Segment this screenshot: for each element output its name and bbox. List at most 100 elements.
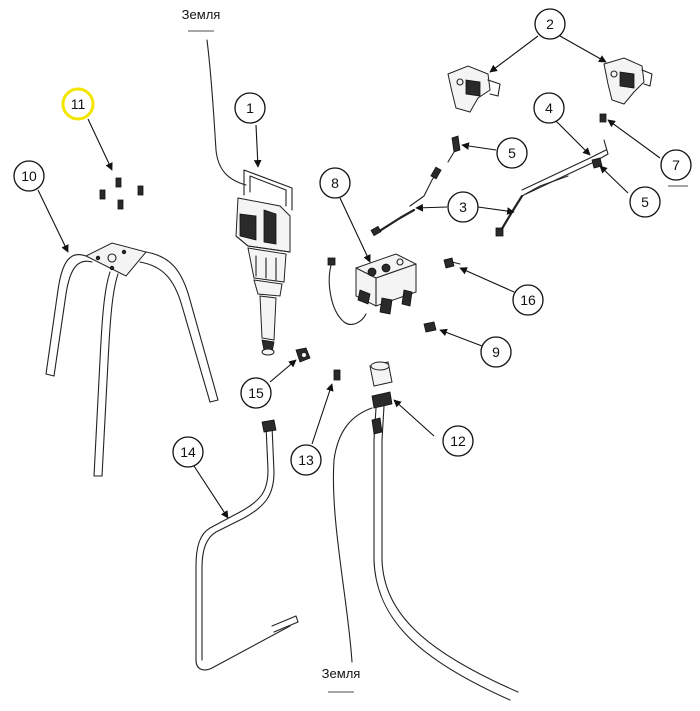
fitting-stem bbox=[451, 261, 461, 265]
stand-leg-front bbox=[93, 271, 111, 477]
callout-3-text: 3 bbox=[459, 199, 467, 215]
leader-3b bbox=[477, 206, 515, 215]
callout-5b-text: 5 bbox=[641, 194, 649, 210]
screw bbox=[137, 185, 144, 196]
leader-5b bbox=[599, 165, 629, 194]
callout-12: 12 bbox=[442, 425, 474, 457]
screws-part-11 bbox=[99, 177, 144, 210]
callout-5b: 5 bbox=[629, 186, 661, 218]
hose-segment bbox=[498, 194, 524, 234]
callout-16: 16 bbox=[512, 284, 544, 316]
callout-8: 8 bbox=[319, 167, 351, 199]
callout-9-text: 9 bbox=[492, 344, 500, 360]
stand-leg-left bbox=[45, 254, 87, 375]
gun-mount-clamp bbox=[465, 79, 481, 97]
bent-tube bbox=[195, 425, 291, 671]
callout-11: 11 bbox=[61, 87, 95, 121]
fitting-part-5-left bbox=[447, 135, 461, 163]
leader-16 bbox=[459, 267, 515, 293]
screw bbox=[117, 199, 124, 210]
leader-15 bbox=[269, 359, 297, 383]
callout-10-text: 10 bbox=[21, 168, 37, 184]
pump-motor-side bbox=[239, 213, 257, 241]
stand-leg-left-inner bbox=[53, 260, 93, 377]
suction-clamp bbox=[371, 391, 393, 409]
fitting bbox=[423, 321, 437, 333]
hose-fitting bbox=[495, 227, 504, 237]
callout-4: 4 bbox=[533, 92, 565, 124]
screw bbox=[115, 177, 122, 188]
manifold-port bbox=[396, 258, 404, 266]
fitting-part-16 bbox=[443, 257, 461, 269]
pump-collar bbox=[253, 279, 283, 297]
stand-leg-right-inner bbox=[139, 261, 211, 403]
callout-9: 9 bbox=[480, 336, 512, 368]
gun-mount-part-2-right bbox=[603, 57, 653, 105]
hose-segment bbox=[409, 173, 437, 207]
callout-12-text: 12 bbox=[450, 433, 466, 449]
callout-7-text: 7 bbox=[672, 157, 680, 173]
callout-2: 2 bbox=[534, 8, 566, 40]
manifold-valve bbox=[379, 297, 393, 315]
suction-valve bbox=[371, 417, 383, 435]
fitting bbox=[443, 257, 455, 269]
ground-label-bottom: Земля bbox=[322, 666, 360, 693]
callout-14: 14 bbox=[172, 436, 204, 468]
hose-fitting bbox=[370, 225, 382, 237]
callout-16-text: 16 bbox=[520, 292, 536, 308]
leader-2b bbox=[559, 35, 607, 63]
leader-7 bbox=[607, 119, 661, 159]
callout-5a-text: 5 bbox=[508, 145, 516, 161]
gun-mount-part-2-left bbox=[447, 65, 501, 113]
leader-2a bbox=[489, 35, 539, 73]
hose-segment bbox=[376, 208, 416, 234]
callout-13: 13 bbox=[290, 444, 322, 476]
callout-3: 3 bbox=[447, 191, 479, 223]
gun-mount-arm bbox=[487, 79, 501, 97]
callout-13-text: 13 bbox=[298, 452, 314, 468]
ground-label-top: Земля bbox=[182, 7, 220, 32]
bent-tube-fitting bbox=[261, 419, 277, 433]
callout-7: 7 bbox=[660, 149, 692, 187]
stand-foot-left bbox=[45, 373, 55, 377]
fitting-part-7 bbox=[599, 113, 607, 123]
callout-4-text: 4 bbox=[545, 100, 553, 116]
hose-long bbox=[521, 149, 607, 191]
pump-motor-detail bbox=[263, 209, 277, 245]
gun-mount-bolt bbox=[610, 70, 618, 78]
gun-mount-clamp bbox=[619, 71, 635, 89]
manifold-valve bbox=[401, 289, 413, 307]
manifold-valve bbox=[357, 289, 371, 305]
pump-middle bbox=[247, 247, 287, 283]
leader-3a bbox=[415, 203, 448, 212]
tube-part-14 bbox=[195, 419, 299, 671]
fitting bbox=[451, 135, 461, 153]
callout-11-text: 11 bbox=[71, 96, 86, 112]
pump-lower-tube bbox=[259, 295, 277, 341]
hose-bend bbox=[603, 139, 609, 155]
leader-14 bbox=[193, 465, 229, 519]
callout-15: 15 bbox=[240, 377, 272, 409]
bent-tube-inner bbox=[201, 425, 275, 661]
fitting-part-9 bbox=[423, 321, 437, 333]
leader-4 bbox=[555, 120, 591, 156]
gun-mount-bolt bbox=[456, 78, 464, 86]
stand-plate-bolt bbox=[121, 249, 127, 255]
manifold-edges bbox=[355, 263, 417, 307]
bent-tube-end bbox=[271, 615, 299, 633]
pump-inlet bbox=[261, 348, 275, 356]
pump-motor-base bbox=[235, 235, 291, 253]
suction-part-12 bbox=[369, 361, 519, 701]
leader-10 bbox=[37, 189, 69, 253]
fitting bbox=[333, 369, 341, 381]
callout-5a: 5 bbox=[496, 137, 528, 169]
fitting-part-15 bbox=[295, 347, 311, 363]
leader-13 bbox=[311, 383, 334, 445]
ground-wire-top bbox=[206, 39, 247, 186]
callout-15-text: 15 bbox=[248, 385, 264, 401]
suction-tube bbox=[373, 407, 511, 701]
ground-wire-bottom bbox=[332, 407, 373, 663]
leader-11 bbox=[87, 118, 113, 171]
leader-9 bbox=[439, 328, 483, 347]
